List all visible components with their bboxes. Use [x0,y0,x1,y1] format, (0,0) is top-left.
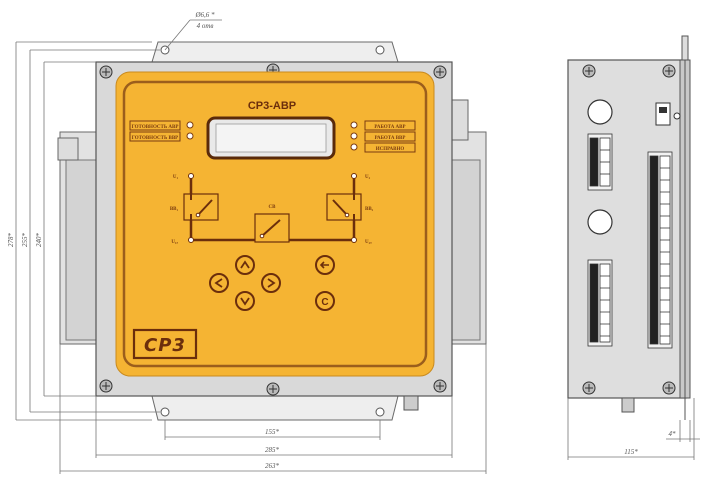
arrow-right-icon [267,278,276,288]
dimension-lines-vertical [15,41,160,421]
side-bottom-connector [621,397,635,413]
usb-port [655,102,671,126]
breaker-sv-contact [261,219,281,237]
label-u2-out: U₂ₐ [365,240,372,245]
indicator-label-work-avr: РАБОТА АВР [374,125,405,130]
indicator-label-box [129,131,181,142]
indicator-label-box [129,120,181,131]
center-screw [266,382,280,396]
corner-screw [99,379,113,393]
arrow-down-icon [240,297,250,306]
bracket-hole [375,407,385,417]
indicator-led [350,132,358,140]
dim-side-width: 115* [624,448,638,456]
left-terminal-block [57,137,79,161]
button-clear[interactable]: C [315,291,335,311]
dim-vertical-inner: 240* [35,233,43,248]
corner-screw [433,379,447,393]
terminal-block-small [587,133,613,191]
indicator-label-box [364,120,416,131]
bracket-hole [160,407,170,417]
breaker-vv2 [326,193,362,221]
return-arrow-icon [319,261,329,269]
terminal-block-long-right [647,151,673,349]
side-dimension-lines [567,398,700,460]
mnemonic-nodes [188,173,357,243]
panel-title: СР3-АВР [248,100,296,112]
dim-vertical-mid: 255* [21,233,29,248]
front-panel-inner-border [122,80,428,368]
bottom-mounting-bracket [151,395,399,421]
corner-screw [433,65,447,79]
indicator-label-ready-avr: ГОТОВНОСТЬ АВР [132,125,179,130]
hole-leader-line [164,19,191,51]
label-vv1: ВВ₁ [170,207,179,212]
dim-side-small: 4* [669,430,677,438]
label-sv: СВ [269,205,277,210]
label-u2: U₂ [365,175,371,180]
button-left[interactable] [209,273,229,293]
bottom-connector [403,395,419,411]
usb-port-inner [659,107,667,113]
dim-bottom-outer: 263* [265,462,280,470]
corner-screw [99,65,113,79]
indicator-led [186,121,194,129]
side-corner-screw [662,64,676,78]
left-side-flange-inner [65,159,97,341]
cable-gland [587,209,613,235]
right-terminal-block [449,99,469,141]
side-corner-screw [582,381,596,395]
lcd-screen [215,123,327,153]
bracket-hole [375,45,385,55]
dimension-lines-horizontal [59,344,487,474]
hole-note-line2: 4 отв [197,22,214,30]
breaker-vv1-contact [190,194,213,220]
brand-logo-text: СР3 [144,335,186,356]
label-u1: U₁ [173,175,179,180]
indicator-label-ready-vvr: ГОТОВНОСТЬ ВВР [132,136,179,141]
button-right[interactable] [261,273,281,293]
top-mounting-bracket [151,41,399,63]
clear-label: C [321,297,328,308]
side-top-pin [681,35,689,61]
button-escape[interactable] [315,255,335,275]
right-side-flange-inner [449,159,481,341]
dim-bottom-mid: 285* [265,446,280,454]
indicator-led [350,121,358,129]
dim-bottom-inner: 155* [265,428,280,436]
brand-logo [132,328,198,360]
side-corner-screw [662,381,676,395]
button-down[interactable] [235,291,255,311]
indicator-label-box [364,131,416,142]
dim-vertical-outer: 278* [7,233,15,248]
side-corner-screw [582,64,596,78]
hole-note-line1: Ø6,6 * [194,11,215,19]
side-small-hole [673,112,681,120]
breaker-vv1 [183,193,219,221]
indicator-led [350,143,358,151]
button-up[interactable] [235,255,255,275]
terminal-block-lower-left [587,259,613,347]
indicator-label-box [364,142,416,153]
indicator-label-work-vvr: РАБОТА ВВР [375,136,406,141]
breaker-vv2-contact [332,194,355,220]
arrow-up-icon [240,260,250,269]
label-u1-out: U₁ₐ [171,240,178,245]
indicator-label-ok: ИСПРАВНО [376,147,405,152]
label-vv2: ВВ₂ [365,207,374,212]
cable-gland [587,99,613,125]
indicator-led [186,132,194,140]
arrow-left-icon [214,278,223,288]
